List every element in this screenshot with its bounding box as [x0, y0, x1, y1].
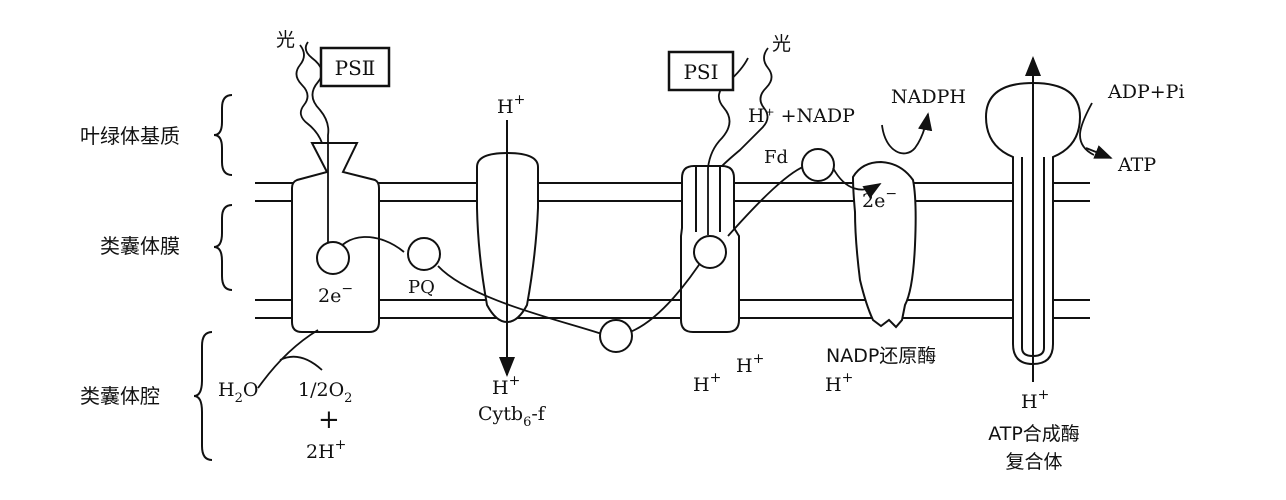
brace-membrane	[213, 204, 233, 291]
plus-sign: +	[318, 405, 340, 435]
two-electron-psii: 2e−	[318, 281, 353, 307]
psi-inner-channel	[695, 166, 721, 232]
light-wave-lines	[295, 44, 773, 167]
psi-label-box	[667, 50, 735, 92]
atp-curve	[1079, 102, 1095, 156]
atp-synthase-label-2: 复合体	[1005, 451, 1062, 473]
atp-label: ATP	[1117, 154, 1156, 176]
brace-stroma	[213, 94, 233, 176]
nadp-reductase-complex	[851, 160, 917, 329]
psii-label: PSⅡ	[335, 56, 376, 80]
two-electron-reductase: 2e−	[862, 186, 897, 212]
h-plus-nadp-label: H⁺ +NADP	[748, 105, 855, 127]
fd-carrier	[801, 148, 835, 182]
h-plus-stroma-cytb6f: H+	[497, 92, 525, 118]
atp-synthase-label-1: ATP合成酶	[988, 423, 1080, 445]
h-plus-lumen-reductase: H+	[825, 370, 853, 396]
electron-transport-path	[257, 41, 809, 389]
psi-label: PSⅠ	[683, 60, 718, 84]
fd-to-reductase-arrow	[832, 167, 882, 199]
psii-complex	[291, 142, 380, 333]
thylakoid-membrane	[255, 182, 1090, 319]
nadph-label: NADPH	[891, 86, 966, 108]
brace-lumen	[193, 331, 213, 461]
pq-label: PQ	[408, 277, 435, 298]
oxygen-label: 1/2O2	[298, 379, 352, 406]
adp-pi-label: ADP+Pi	[1107, 81, 1185, 103]
psi-reaction-center	[693, 235, 727, 269]
region-label-membrane: 类囊体膜	[100, 234, 180, 258]
cytb6f-label: Cytb6-f	[478, 403, 547, 430]
atp-arrow	[1085, 145, 1113, 159]
light-label-psi: 光	[772, 33, 791, 55]
psii-label-box	[319, 46, 391, 88]
psii-reaction-center	[316, 241, 350, 275]
water-label: H2O	[218, 379, 258, 406]
h-plus-lumen-psi-2: H+	[736, 351, 764, 377]
pq-carrier	[407, 237, 441, 271]
region-label-lumen: 类囊体腔	[80, 384, 160, 408]
plastocyanin-carrier	[599, 319, 633, 353]
h-plus-lumen-atp: H+	[1021, 387, 1049, 413]
fd-label: Fd	[764, 147, 788, 168]
nadp-reductase-label: NADP还原酶	[826, 345, 936, 367]
two-h-plus-label: 2H+	[306, 437, 346, 463]
region-label-stroma: 叶绿体基质	[80, 124, 180, 148]
h-plus-lumen-psi-1: H+	[693, 370, 721, 396]
nadph-formation-arrow	[881, 112, 933, 155]
h-plus-lumen-cytb6f: H+	[492, 373, 520, 399]
light-label-psii: 光	[276, 29, 295, 51]
